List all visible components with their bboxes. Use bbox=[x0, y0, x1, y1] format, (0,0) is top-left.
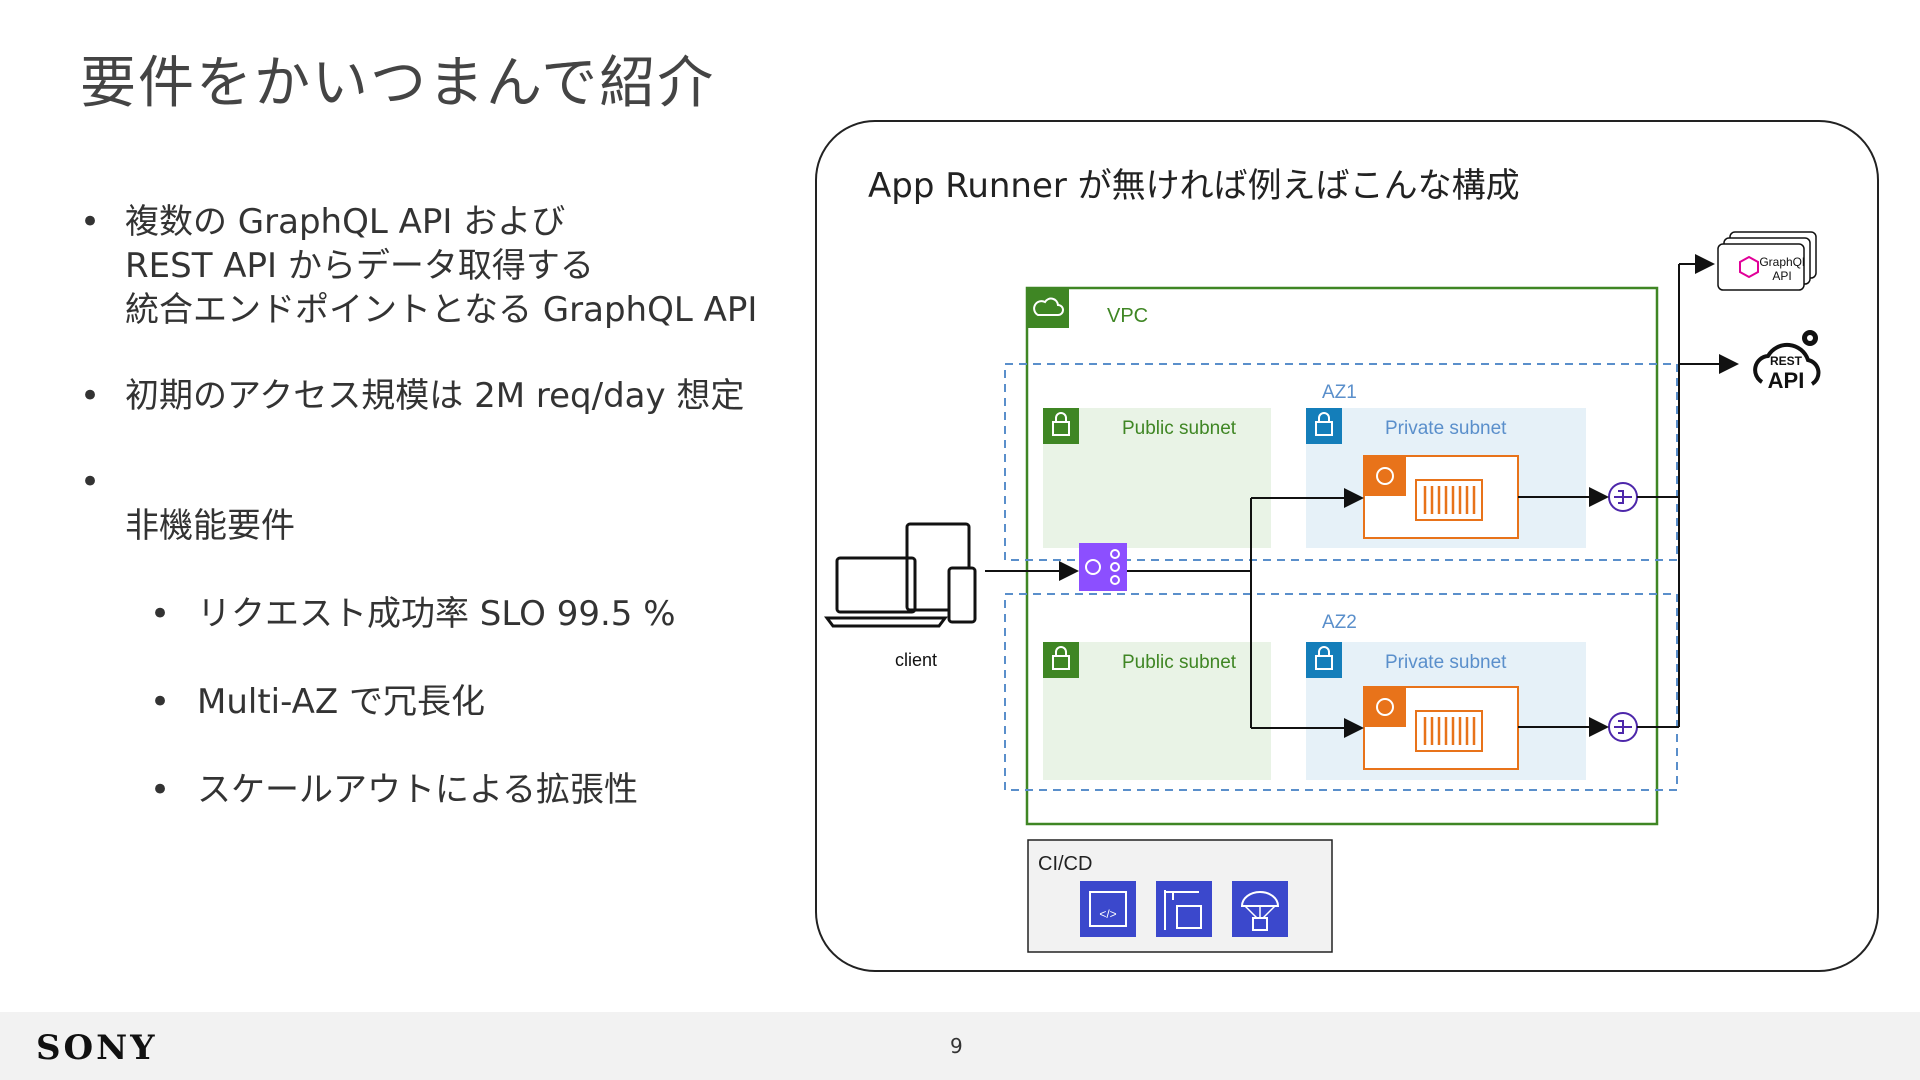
bullet-graphql: 複数の GraphQL API および REST API からデータ取得する 統… bbox=[80, 200, 757, 332]
vpc-label: VPC bbox=[1107, 305, 1148, 327]
connection-lines bbox=[985, 254, 1739, 738]
fargate-icon bbox=[1364, 687, 1406, 727]
nfr-list: リクエスト成功率 SLO 99.5 % Multi-AZ で冗長化 スケールアウ… bbox=[125, 548, 757, 856]
codebuild-icon bbox=[1156, 881, 1212, 937]
nfr-item-slo: リクエスト成功率 SLO 99.5 % bbox=[125, 592, 757, 636]
footer-bar bbox=[0, 1012, 1920, 1080]
private-subnet-label: Private subnet bbox=[1385, 418, 1507, 439]
container-icon bbox=[1415, 710, 1483, 752]
az2-label: AZ2 bbox=[1322, 612, 1357, 633]
fargate-icon bbox=[1364, 456, 1406, 496]
sony-logo: SONY bbox=[36, 1028, 158, 1068]
nat-gateway-icon bbox=[1608, 482, 1638, 512]
rest-label: REST bbox=[1770, 354, 1803, 368]
api-label: API bbox=[1768, 368, 1805, 393]
public-subnet-az2 bbox=[1043, 642, 1271, 780]
graphql-label-sub: API bbox=[1772, 269, 1791, 283]
az1-box bbox=[1004, 363, 1678, 561]
container-icon bbox=[1415, 479, 1483, 521]
nfr-title: 非機能要件 bbox=[125, 506, 295, 546]
bullet-traffic: 初期のアクセス規模は 2M req/day 想定 bbox=[80, 374, 757, 418]
az1-label: AZ1 bbox=[1322, 382, 1357, 403]
public-subnet-label: Public subnet bbox=[1122, 652, 1237, 673]
codecommit-icon: </> bbox=[1080, 881, 1136, 937]
client-devices-icon bbox=[824, 522, 977, 628]
requirements-list: 複数の GraphQL API および REST API からデータ取得する 統… bbox=[80, 200, 757, 942]
nfr-item-scale: スケールアウトによる拡張性 bbox=[125, 768, 757, 812]
rest-api-icon: REST API bbox=[1753, 330, 1821, 393]
vpc-box bbox=[1025, 286, 1659, 826]
diagram-panel bbox=[815, 120, 1879, 972]
cicd-label: CI/CD bbox=[1038, 853, 1092, 875]
nfr-item-multi-az: Multi-AZ で冗長化 bbox=[125, 680, 757, 724]
public-subnet-az1 bbox=[1043, 408, 1271, 548]
graphql-api-icon: GraphQl API bbox=[1717, 231, 1817, 291]
diagram-title: App Runner が無ければ例えばこんな構成 bbox=[868, 166, 1520, 206]
bullet-nfr: 非機能要件 リクエスト成功率 SLO 99.5 % Multi-AZ で冗長化 … bbox=[80, 460, 757, 900]
az2-box bbox=[1004, 593, 1678, 791]
nat-gateway-icon bbox=[1608, 712, 1638, 742]
codedeploy-icon bbox=[1232, 881, 1288, 937]
svg-text:</>: </> bbox=[1099, 907, 1116, 921]
client-label: client bbox=[895, 650, 937, 670]
architecture-diagram: VPC AZ1 AZ2 Public subnet Private subnet… bbox=[824, 231, 1821, 953]
public-subnet-label: Public subnet bbox=[1122, 418, 1237, 439]
slide-title: 要件をかいつまんで紹介 bbox=[80, 51, 716, 116]
page-number: 9 bbox=[950, 1034, 963, 1058]
private-subnet-label: Private subnet bbox=[1385, 652, 1507, 673]
graphql-label: GraphQl bbox=[1759, 255, 1804, 269]
